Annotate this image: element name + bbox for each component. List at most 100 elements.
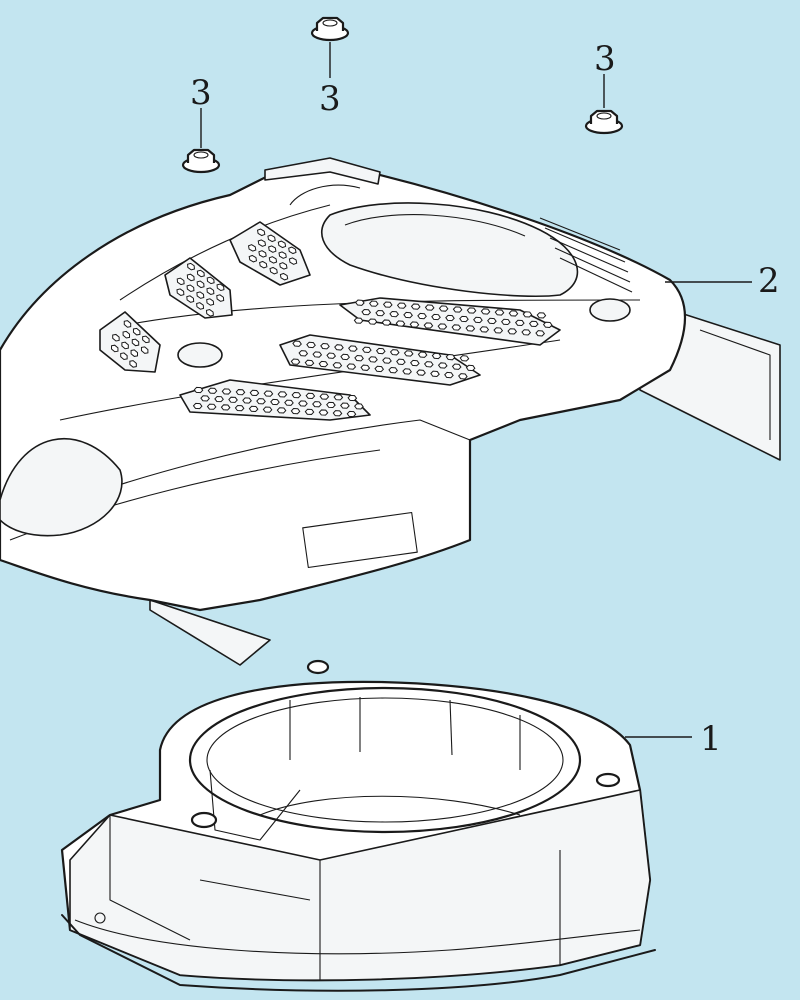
vent-hole (262, 406, 273, 413)
vent-hole (437, 362, 448, 369)
vent-hex-holes (176, 262, 225, 317)
right-vent-slots (539, 217, 633, 293)
vent-hole (196, 280, 205, 289)
vent-hole (142, 335, 150, 344)
vent-hole (320, 342, 330, 350)
vent-hole (292, 340, 302, 347)
vent-hole (528, 320, 539, 328)
vent-hole (196, 269, 205, 278)
vent-hole (122, 330, 131, 339)
vent-hole (403, 350, 414, 357)
vent-hole (395, 320, 406, 327)
vent-hole (268, 245, 277, 253)
vent-hole (542, 321, 553, 328)
vent-hole (368, 300, 379, 307)
vent-panel (99, 311, 161, 373)
vent-hole (417, 351, 428, 358)
vent-hole (355, 299, 365, 306)
vent-hole (256, 228, 266, 237)
vent-hole (431, 313, 441, 321)
vent-hole (459, 355, 470, 362)
vent-hole (514, 319, 525, 327)
vent-hole (459, 315, 469, 323)
vent-hole (326, 352, 337, 359)
vent-hole (193, 386, 204, 394)
vent-hole (423, 322, 434, 329)
vent-hole (278, 251, 287, 259)
blower-housing (60, 659, 656, 992)
vent-hole (362, 346, 372, 354)
vent-hole (228, 396, 238, 403)
vent-hole (279, 272, 289, 281)
vent-hole (388, 366, 398, 374)
vent-hole (536, 312, 547, 319)
vent-hole (374, 365, 385, 373)
vent-hole (200, 395, 210, 402)
vent-hole (451, 363, 462, 370)
vent-hole (437, 323, 448, 330)
vent-hole (522, 311, 533, 318)
vent-hole (269, 266, 278, 275)
vent-hex-holes (111, 320, 150, 368)
vent-hole (111, 344, 119, 353)
vent-hex-holes (192, 386, 364, 418)
vent-hole (298, 350, 309, 357)
vent-hole (120, 352, 128, 360)
vent-hole (332, 362, 343, 369)
vent-hole (263, 390, 274, 397)
vent-hole (249, 389, 260, 397)
vent-hole (304, 359, 315, 367)
vent-hole (277, 240, 287, 249)
vent-hole (348, 345, 358, 352)
vent-hole (205, 309, 214, 317)
vent-hole (381, 319, 392, 326)
vent-hole (196, 302, 205, 310)
vent-hole (216, 283, 225, 292)
vent-hole (438, 305, 449, 312)
vent-hole (192, 402, 203, 410)
vent-hole (403, 311, 413, 319)
vent-hole (346, 363, 357, 370)
vent-hole (521, 329, 532, 336)
vent-hole (340, 353, 350, 361)
vent-hole (382, 357, 392, 364)
vent-hole (305, 392, 316, 399)
vent-hole (340, 402, 350, 409)
vent-hole (290, 407, 301, 415)
vent-hole (424, 304, 435, 311)
vent-hole (396, 302, 407, 309)
vent-hole (479, 326, 490, 333)
vent-hole (196, 291, 205, 299)
vent-hole (259, 260, 268, 269)
vent-hole (176, 277, 185, 286)
vent-hole (206, 298, 215, 306)
vent-hole (409, 321, 420, 328)
vent-hole (258, 250, 267, 258)
vent-hole (410, 303, 421, 310)
vent-hole (452, 306, 463, 313)
vent-hole (334, 344, 344, 351)
vent-hole (326, 401, 336, 409)
vent-hole (465, 325, 476, 332)
vent-hole (332, 410, 343, 417)
vent-hole (221, 388, 232, 395)
vent-hole (129, 360, 137, 368)
vent-panel (279, 334, 481, 386)
vent-hole (304, 408, 315, 415)
vent-hole (214, 395, 224, 403)
vent-hole (220, 404, 231, 411)
vent-hole (267, 234, 276, 243)
vent-hole (248, 405, 259, 413)
vent-hole (276, 407, 287, 414)
vent-hole (493, 327, 504, 334)
vent-hole (187, 262, 195, 271)
callout-3-left: 3 (190, 73, 212, 113)
vent-hole (216, 294, 225, 302)
vent-hex-holes (290, 340, 476, 380)
vent-hole (416, 369, 426, 376)
vent-hole (508, 310, 519, 317)
vent-hole (284, 399, 294, 406)
vent-hole (206, 276, 215, 285)
vent-hole (270, 398, 280, 406)
